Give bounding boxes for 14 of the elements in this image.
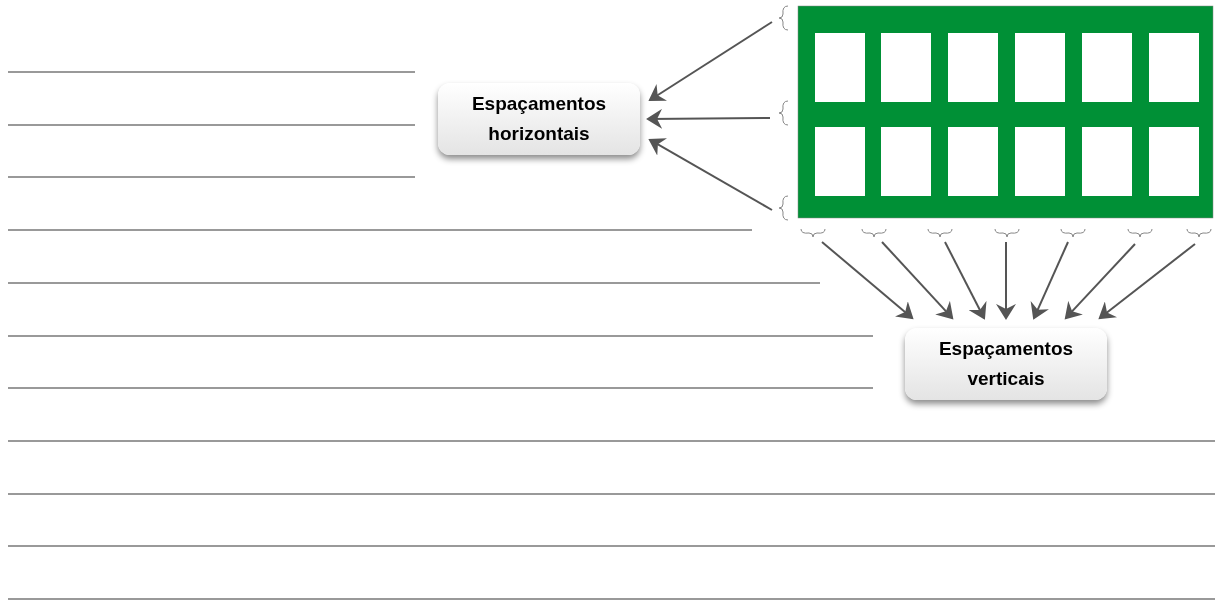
arrow: [881, 241, 954, 320]
arrow: [1098, 243, 1196, 320]
arrow: [1064, 243, 1136, 320]
arrow: [648, 21, 773, 102]
arrow: [996, 241, 1016, 320]
label-box: [438, 83, 640, 155]
arrow: [821, 241, 914, 320]
arrow: [648, 138, 773, 211]
arrow: [646, 108, 771, 129]
label-text: Espaçamentos horizontais: [470, 92, 608, 146]
arrow: [944, 241, 987, 320]
label-text: Espaçamentos verticais: [937, 337, 1075, 391]
label-box: [905, 328, 1107, 400]
arrow: [1030, 241, 1069, 320]
